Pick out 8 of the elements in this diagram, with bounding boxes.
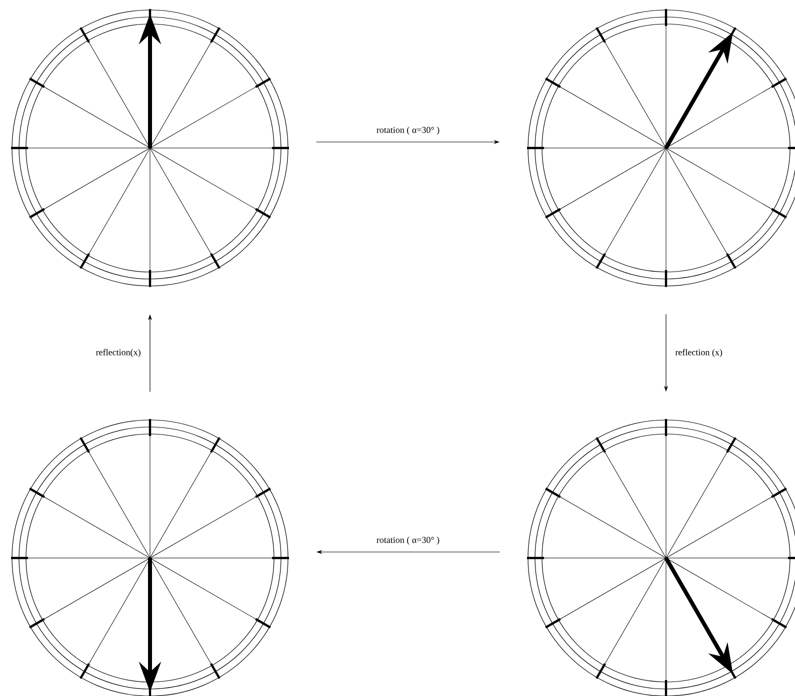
dial-drawing <box>527 419 795 696</box>
edge-label: rotation ( α=30° ) <box>375 536 441 546</box>
edge-label: reflection(x) <box>94 348 142 358</box>
dial-drawing <box>527 9 795 287</box>
edge-label: reflection (x) <box>674 348 724 358</box>
edge-label: rotation ( α=30° ) <box>375 126 441 136</box>
dial-drawing <box>11 419 289 696</box>
dial-drawing <box>11 9 289 287</box>
